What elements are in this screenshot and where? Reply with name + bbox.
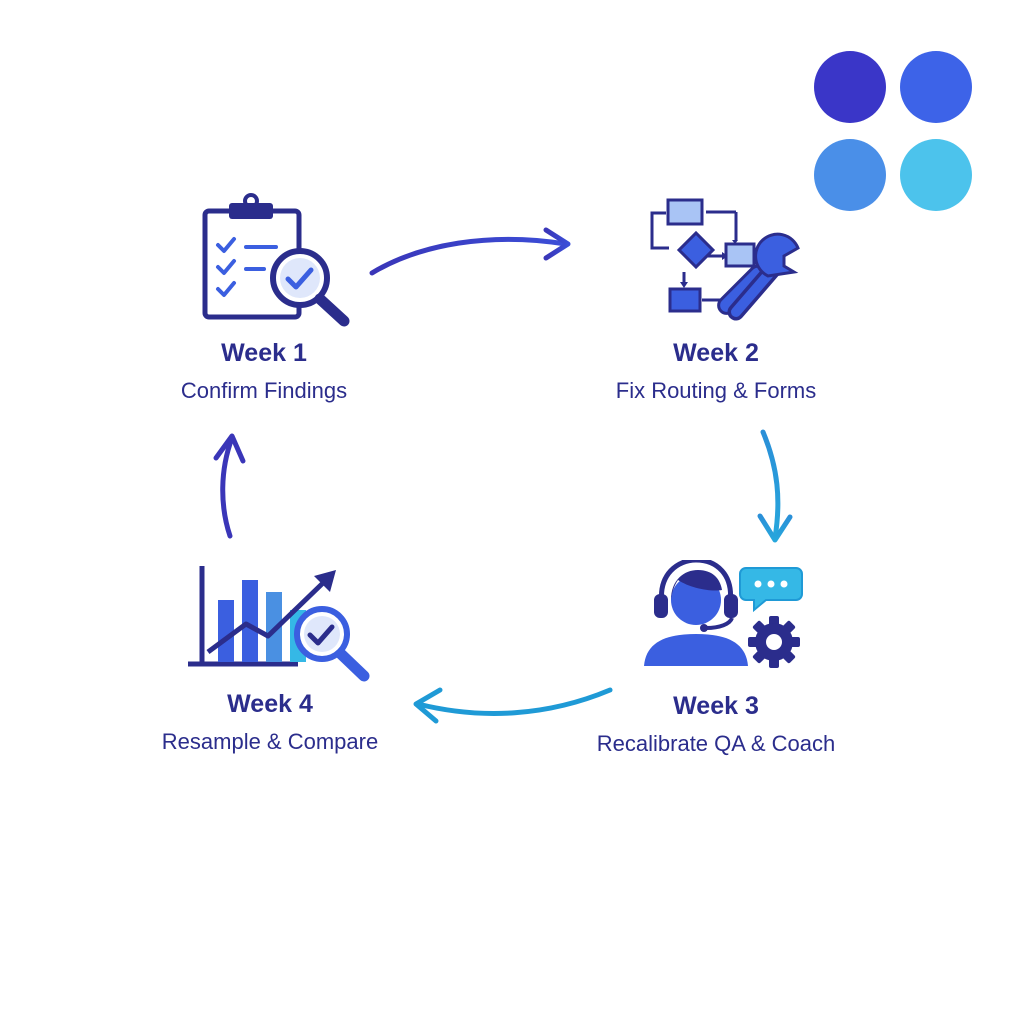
- arrow-week2-to-week3: [757, 429, 793, 543]
- step-week-1: Week 1 Confirm Findings: [114, 338, 414, 405]
- palette-swatch-3: [814, 139, 886, 211]
- arrow-week4-to-week1: [213, 433, 246, 539]
- step-week-title: Week 3: [673, 692, 759, 720]
- arrow-week3-to-week4: [413, 687, 613, 724]
- step-description: Resample & Compare: [161, 729, 379, 754]
- step-description: Fix Routing & Forms: [615, 378, 817, 403]
- step-week-title: Week 1: [221, 339, 307, 367]
- step-week-title: Week 4: [227, 690, 313, 718]
- palette-swatch-1: [814, 51, 886, 123]
- step-description: Recalibrate QA & Coach: [596, 731, 836, 756]
- flowchart-wrench-icon: [650, 198, 800, 321]
- palette-swatch-4: [900, 139, 972, 211]
- step-description: Confirm Findings: [180, 378, 348, 403]
- arrow-week1-to-week2: [369, 227, 571, 276]
- clipboard-check-magnifier-icon: [202, 193, 350, 327]
- chart-magnifier-icon: [188, 566, 370, 682]
- step-week-title: Week 2: [673, 339, 759, 367]
- step-week-2: Week 2 Fix Routing & Forms: [566, 338, 866, 405]
- palette-swatch-2: [900, 51, 972, 123]
- step-week-4: Week 4 Resample & Compare: [120, 689, 420, 756]
- step-week-3: Week 3 Recalibrate QA & Coach: [566, 691, 866, 758]
- agent-headset-chat-gear-icon: [644, 560, 803, 668]
